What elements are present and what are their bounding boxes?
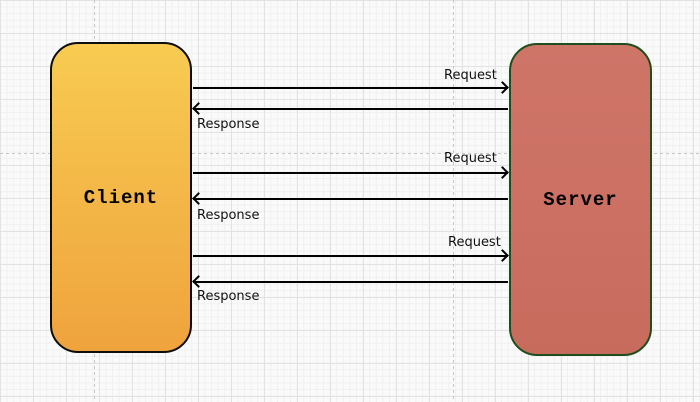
client-node[interactable]: Client [50, 42, 192, 353]
request-arrow-3[interactable] [193, 249, 509, 262]
request-arrow-1[interactable] [193, 81, 509, 94]
arrowhead-right-icon [496, 81, 509, 94]
page-boundary-horizontal [0, 153, 700, 154]
page-boundary-vertical-right [453, 0, 454, 402]
response-label-2: Response [197, 208, 260, 223]
response-arrow-2[interactable] [192, 192, 508, 205]
response-arrow-1[interactable] [192, 102, 508, 115]
request-label-3: Request [448, 235, 501, 250]
arrowhead-left-icon [192, 275, 205, 288]
response-label-3: Response [197, 289, 260, 304]
response-arrow-3[interactable] [192, 275, 508, 288]
arrowhead-left-icon [192, 102, 205, 115]
server-node-label: Server [543, 188, 618, 211]
response-label-1: Response [197, 117, 260, 132]
arrowhead-right-icon [496, 249, 509, 262]
arrowhead-right-icon [496, 166, 509, 179]
request-label-1: Request [444, 68, 497, 83]
client-node-label: Client [83, 186, 159, 209]
arrowhead-left-icon [192, 192, 205, 205]
request-label-2: Request [444, 151, 497, 166]
server-node[interactable]: Server [509, 43, 652, 356]
request-arrow-2[interactable] [193, 166, 509, 179]
